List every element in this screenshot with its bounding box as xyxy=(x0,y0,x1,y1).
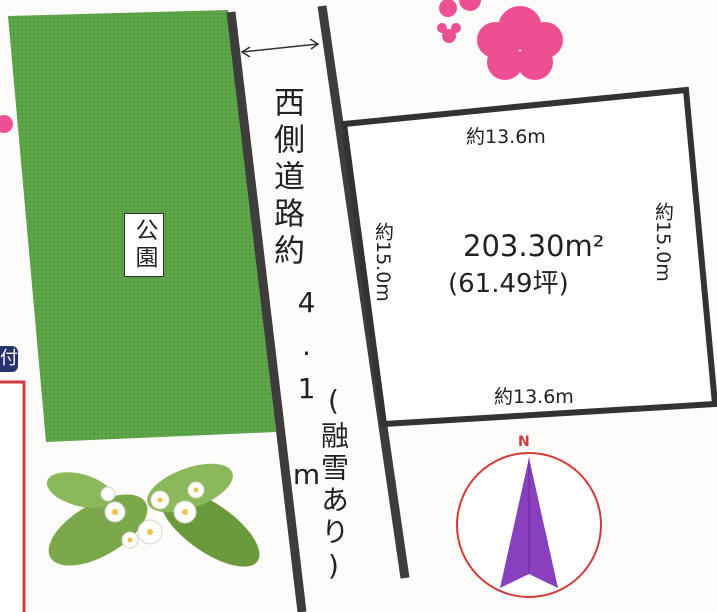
side-panel-frame xyxy=(0,380,26,612)
road-label: 西側道路約 xyxy=(268,86,304,271)
road-edge-west xyxy=(226,11,307,612)
north-arrow-compass xyxy=(456,452,602,598)
park-label: 公園 xyxy=(124,213,164,277)
edge-badge: 付 xyxy=(0,346,18,372)
cherry-blossom-decoration xyxy=(0,0,563,133)
road-width-label: 4.1 m xyxy=(290,286,323,501)
lot-area-tsubo: (61.49坪) xyxy=(448,269,569,299)
lot-dimension-top: 約13.6m xyxy=(466,126,546,148)
road-width-arrow xyxy=(240,38,320,58)
lot-dimension-left: 約15.0m xyxy=(372,222,394,302)
north-label: N xyxy=(518,434,530,450)
lot-boundary xyxy=(340,86,717,428)
lot-dimension-bottom: 約13.6m xyxy=(494,386,574,408)
flower-leaf-decoration xyxy=(46,463,260,567)
lot-area-square-meters: 203.30m² xyxy=(463,229,605,263)
lot-dimension-right: 約15.0m xyxy=(652,202,674,282)
snow-melting-note: (融雪あり) xyxy=(317,384,350,586)
